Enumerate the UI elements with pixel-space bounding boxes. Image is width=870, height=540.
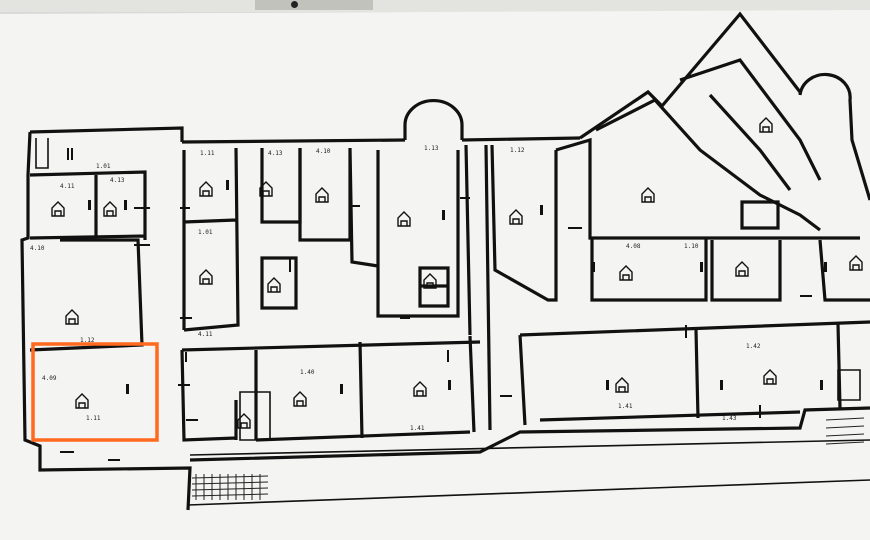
room-markers — [51, 117, 863, 429]
room-label: 1.41 — [618, 403, 633, 410]
room-label: 4.11 — [198, 331, 213, 338]
binder-tab — [255, 0, 373, 10]
room-label: 4.13 — [268, 150, 283, 157]
room-marker-icon — [763, 369, 777, 385]
room-label: 1.11 — [200, 150, 215, 157]
room-label: 1.43 — [722, 415, 737, 422]
room-marker-icon — [849, 255, 863, 271]
room-marker-icon — [293, 391, 307, 407]
room-label: 4.13 — [110, 177, 125, 184]
room-marker-icon — [413, 381, 427, 397]
room-marker-icon — [423, 273, 437, 289]
room-marker-icon — [397, 211, 411, 227]
room-label: 1.12 — [510, 147, 525, 154]
interior-walls — [29, 58, 870, 500]
room-marker-icon — [267, 277, 281, 293]
room-marker-icon — [75, 393, 89, 409]
room-marker-icon — [735, 261, 749, 277]
room-marker-icon — [199, 181, 213, 197]
room-label: 4.10 — [316, 148, 331, 155]
room-label: 1.01 — [198, 229, 213, 236]
room-marker-icon — [199, 269, 213, 285]
outer-walls — [20, 11, 870, 511]
room-marker-icon — [759, 117, 773, 133]
highlighted-room-outline — [31, 342, 159, 442]
room-label: 1.40 — [300, 369, 315, 376]
room-marker-icon — [315, 187, 329, 203]
room-marker-icon — [65, 309, 79, 325]
binder-ring-icon — [291, 1, 298, 8]
room-label: 1.13 — [424, 145, 439, 152]
room-marker-icon — [615, 377, 629, 393]
room-marker-icon — [619, 265, 633, 281]
room-marker-icon — [509, 209, 523, 225]
room-label: 1.41 — [410, 425, 425, 432]
room-marker-icon — [103, 201, 117, 217]
room-label: 4.10 — [30, 245, 45, 252]
room-marker-icon — [51, 201, 65, 217]
room-label: 1.42 — [746, 343, 761, 350]
vent-marks — [88, 180, 827, 394]
top-edge-strip — [0, 0, 870, 12]
room-label: 4.11 — [60, 183, 75, 190]
room-label: 1.12 — [80, 337, 95, 344]
room-marker-icon — [259, 181, 273, 197]
room-label: 1.01 — [96, 163, 111, 170]
room-label: 1.11 — [86, 415, 101, 422]
room-label: 1.10 — [684, 243, 699, 250]
room-label: 4.08 — [626, 243, 641, 250]
room-label: 4.09 — [42, 375, 57, 382]
room-marker-icon — [237, 413, 251, 429]
tick-marks — [60, 148, 812, 461]
room-marker-icon — [641, 187, 655, 203]
